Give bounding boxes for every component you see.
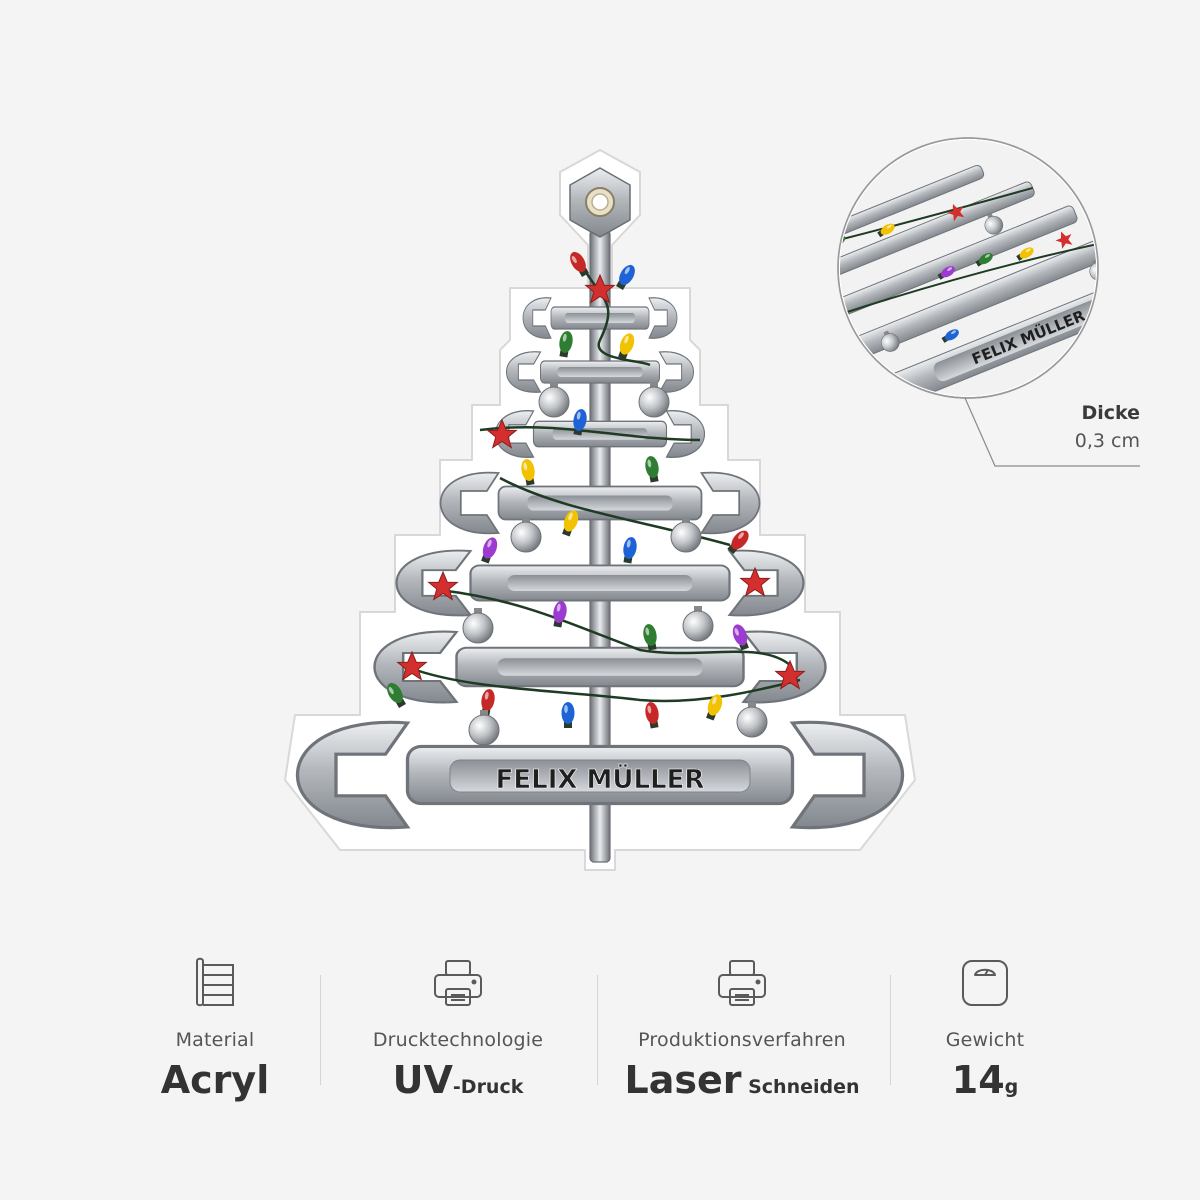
spec-label: Produktionsverfahren — [638, 1029, 846, 1051]
thickness-callout: Dicke 0,3 cm — [1075, 402, 1140, 452]
light-wire — [409, 261, 801, 703]
spec-label: Gewicht — [945, 1029, 1025, 1051]
spec-divider — [890, 975, 891, 1085]
spec-label: Material — [175, 1029, 255, 1051]
spec-value: Acryl — [160, 1058, 270, 1102]
acrylic-sheet-icon — [196, 957, 234, 1007]
spec-label: Drucktechnologie — [372, 1029, 544, 1051]
thickness-zoom-view: FELIX MÜLLER — [837, 137, 1099, 399]
callout-leader-line — [964, 397, 1140, 467]
printer-icon — [718, 960, 766, 1006]
spec-divider — [320, 975, 321, 1085]
product-illustration: FELIX MÜLLER — [284, 137, 1140, 871]
spec-print-technology: Drucktechnologie UV-Druck — [328, 955, 588, 1111]
spec-production: Produktionsverfahren Laser Schneiden — [612, 955, 872, 1111]
spec-material: Material Acryl — [85, 955, 345, 1111]
base-wrench — [295, 720, 905, 830]
thickness-label: Dicke — [1081, 402, 1140, 424]
spec-weight: Gewicht 14g — [855, 955, 1115, 1111]
ornament-name: FELIX MÜLLER — [496, 762, 705, 795]
printer-icon — [434, 960, 482, 1006]
spec-value: 14g — [951, 1058, 1019, 1102]
spec-value: Laser Schneiden — [624, 1058, 860, 1102]
spec-value: UV-Druck — [392, 1058, 524, 1102]
thickness-value: 0,3 cm — [1074, 430, 1140, 452]
spec-bar: Material Acryl Drucktechnologie UV-Druck — [120, 955, 1080, 1115]
spec-divider — [597, 975, 598, 1085]
scale-icon — [962, 960, 1008, 1006]
hex-nut — [569, 167, 631, 238]
